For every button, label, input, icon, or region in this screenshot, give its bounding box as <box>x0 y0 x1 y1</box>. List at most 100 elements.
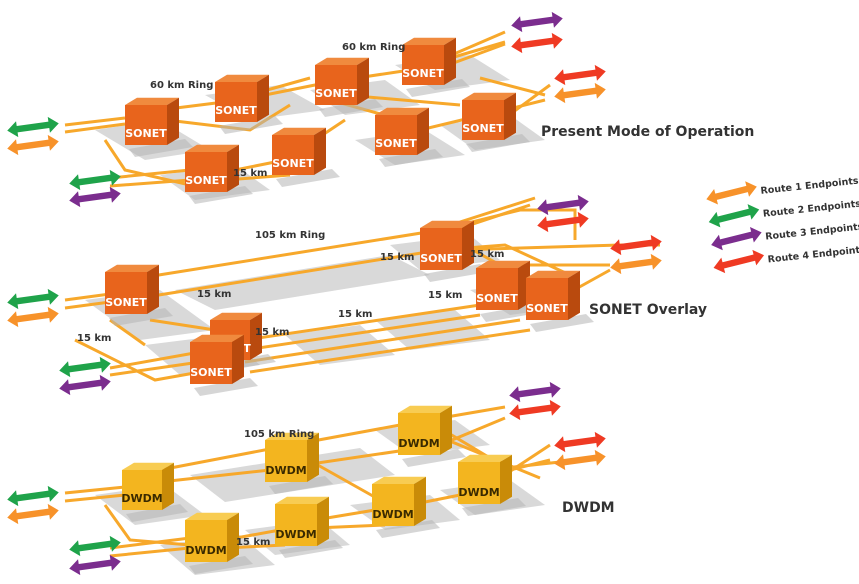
distance-label: 15 km <box>255 327 289 338</box>
route-1-endpoint-arrow <box>7 503 59 525</box>
box-front-face <box>476 268 518 310</box>
route-3-legend-arrow <box>711 227 762 251</box>
double-arrow-icon <box>7 134 59 156</box>
double-arrow-icon <box>7 485 59 507</box>
box-front-face <box>215 82 257 122</box>
distance-label: 15 km <box>77 333 111 344</box>
route-3-endpoint-arrow <box>509 381 561 403</box>
dwdm-box: DWDM <box>275 496 343 558</box>
box-shadow <box>194 378 258 396</box>
box-label: SONET <box>215 104 257 117</box>
box-shadow <box>406 79 470 97</box>
box-shadow <box>279 540 343 558</box>
box-label: SONET <box>462 122 504 135</box>
dwdm-box: DWDM <box>185 512 253 574</box>
box-side-face <box>357 57 369 105</box>
box-label: DWDM <box>275 528 316 541</box>
box-label: SONET <box>125 127 167 140</box>
box-label: DWDM <box>121 492 162 505</box>
route-1-endpoint-arrow <box>554 449 606 471</box>
double-arrow-icon <box>7 288 59 310</box>
box-side-face <box>440 405 452 455</box>
box-shadow <box>189 556 253 574</box>
box-side-face <box>257 74 269 122</box>
section-present-mode: SONET SONET SONET SONET SONET SONET SONE… <box>64 30 754 204</box>
box-front-face <box>420 228 462 270</box>
double-arrow-icon <box>59 374 111 396</box>
section-title: SONET Overlay <box>589 302 707 318</box>
sonet-box: SONET <box>190 334 258 396</box>
box-shadow <box>109 308 173 326</box>
distance-label: 15 km <box>470 249 504 260</box>
double-arrow-icon <box>708 204 760 228</box>
box-side-face <box>232 334 244 384</box>
double-arrow-icon <box>69 535 121 557</box>
box-front-face <box>458 462 500 504</box>
box-top-face <box>398 405 452 413</box>
distance-label: 105 km Ring <box>244 429 314 440</box>
distance-label: 105 km Ring <box>255 230 325 241</box>
double-arrow-icon <box>7 306 59 328</box>
box-label: SONET <box>526 302 568 315</box>
box-shadow <box>402 449 466 467</box>
double-arrow-icon <box>511 11 563 33</box>
route-2-legend-arrow <box>708 204 760 228</box>
box-front-face <box>402 45 444 85</box>
box-label: DWDM <box>458 486 499 499</box>
double-arrow-icon <box>610 234 662 256</box>
sonet-box: SONET <box>420 220 488 282</box>
route-2-endpoint-arrow <box>7 288 59 310</box>
route-1-endpoint-arrow <box>554 82 606 104</box>
box-side-face <box>167 97 179 145</box>
box-shadow <box>129 139 193 157</box>
sonet-box: SONET <box>462 92 530 152</box>
double-arrow-icon <box>69 186 121 208</box>
dwdm-box: DWDM <box>458 454 526 516</box>
double-arrow-icon <box>610 253 662 275</box>
box-top-face <box>185 512 239 520</box>
box-top-face <box>265 432 319 440</box>
route-2-endpoint-arrow <box>69 169 121 191</box>
box-top-face <box>315 57 369 65</box>
route-1-endpoint-arrow <box>7 134 59 156</box>
box-side-face <box>317 496 329 546</box>
double-arrow-icon <box>69 169 121 191</box>
sonet-box: SONET <box>125 97 193 157</box>
route-4-endpoint-arrow <box>610 234 662 256</box>
box-label: SONET <box>272 157 314 170</box>
box-label: DWDM <box>265 464 306 477</box>
box-side-face <box>417 107 429 155</box>
box-side-face <box>227 144 239 192</box>
double-arrow-icon <box>711 227 762 251</box>
route-2-endpoint-arrow <box>7 116 59 138</box>
route-1-endpoint-arrow <box>7 306 59 328</box>
legend: Route 1 Endpoints Route 2 Endpoints Rout… <box>706 176 859 274</box>
box-top-face <box>210 312 262 320</box>
box-label: SONET <box>476 292 518 305</box>
double-arrow-icon <box>537 211 589 233</box>
box-top-face <box>105 264 159 272</box>
box-shadow <box>379 149 443 167</box>
box-side-face <box>462 220 474 270</box>
legend-label: Route 2 Endpoints <box>762 198 859 219</box>
route-4-endpoint-arrow <box>509 399 561 421</box>
double-arrow-icon <box>7 116 59 138</box>
nodes: SONET SONET SONET SONET SONET SONET <box>105 220 594 396</box>
box-front-face <box>375 115 417 155</box>
nodes: SONET SONET SONET SONET SONET SONET SONE… <box>125 37 530 204</box>
section-title: DWDM <box>562 500 615 516</box>
legend-label: Route 1 Endpoints <box>760 176 859 197</box>
distance-label: 60 km Ring <box>150 80 213 91</box>
sonet-box: SONET <box>375 107 443 167</box>
box-side-face <box>504 92 516 140</box>
double-arrow-icon <box>713 249 765 274</box>
box-front-face <box>315 65 357 105</box>
box-label: DWDM <box>185 544 226 557</box>
double-arrow-icon <box>7 503 59 525</box>
route-3-endpoint-arrow <box>69 554 121 576</box>
box-shadow <box>219 116 283 134</box>
endpoint-arrows <box>7 11 662 576</box>
route-1-endpoint-arrow <box>610 253 662 275</box>
box-shadow <box>319 99 383 117</box>
